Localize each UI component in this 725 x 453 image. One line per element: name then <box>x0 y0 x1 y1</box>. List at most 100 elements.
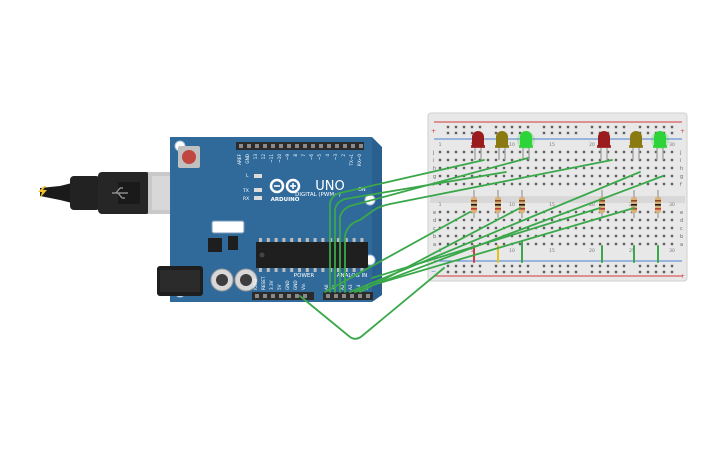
breadboard-hole[interactable] <box>494 234 498 238</box>
breadboard-hole[interactable] <box>558 182 562 186</box>
breadboard-hole[interactable] <box>638 242 642 246</box>
breadboard-hole[interactable] <box>614 218 618 222</box>
breadboard-hole[interactable] <box>542 270 546 274</box>
breadboard-hole[interactable] <box>454 125 458 129</box>
header-pin[interactable] <box>350 294 354 298</box>
header-pin[interactable] <box>311 144 315 148</box>
breadboard-hole[interactable] <box>478 150 482 154</box>
breadboard-hole[interactable] <box>590 125 594 129</box>
breadboard-hole[interactable] <box>574 131 578 135</box>
breadboard-hole[interactable] <box>470 166 474 170</box>
header-pin[interactable] <box>327 144 331 148</box>
breadboard-hole[interactable] <box>550 150 554 154</box>
breadboard-hole[interactable] <box>454 242 458 246</box>
breadboard-hole[interactable] <box>486 242 490 246</box>
breadboard-hole[interactable] <box>638 218 642 222</box>
breadboard-hole[interactable] <box>566 158 570 162</box>
breadboard-hole[interactable] <box>454 131 458 135</box>
breadboard-hole[interactable] <box>606 226 610 230</box>
breadboard-hole[interactable] <box>630 166 634 170</box>
breadboard-hole[interactable] <box>606 264 610 268</box>
breadboard-hole[interactable] <box>598 218 602 222</box>
breadboard-hole[interactable] <box>518 182 522 186</box>
wire[interactable] <box>324 211 471 293</box>
breadboard-hole[interactable] <box>662 210 666 214</box>
header-pin[interactable] <box>303 144 307 148</box>
breadboard-hole[interactable] <box>510 150 514 154</box>
breadboard-hole[interactable] <box>550 264 554 268</box>
breadboard-hole[interactable] <box>598 234 602 238</box>
breadboard-hole[interactable] <box>614 150 618 154</box>
breadboard-hole[interactable] <box>494 270 498 274</box>
breadboard-hole[interactable] <box>614 264 618 268</box>
breadboard-hole[interactable] <box>518 166 522 170</box>
breadboard-hole[interactable] <box>454 166 458 170</box>
header-pin[interactable] <box>271 294 275 298</box>
breadboard-hole[interactable] <box>654 158 658 162</box>
header-pin[interactable] <box>303 294 307 298</box>
header-pin[interactable] <box>239 144 243 148</box>
breadboard-hole[interactable] <box>590 264 594 268</box>
breadboard-hole[interactable] <box>446 218 450 222</box>
breadboard-hole[interactable] <box>462 226 466 230</box>
breadboard-hole[interactable] <box>606 270 610 274</box>
breadboard-hole[interactable] <box>494 150 498 154</box>
breadboard-hole[interactable] <box>662 226 666 230</box>
wire[interactable] <box>359 207 521 293</box>
breadboard-hole[interactable] <box>638 166 642 170</box>
breadboard-hole[interactable] <box>550 158 554 162</box>
breadboard-hole[interactable] <box>638 158 642 162</box>
breadboard-hole[interactable] <box>614 234 618 238</box>
breadboard-hole[interactable] <box>582 218 586 222</box>
breadboard-hole[interactable] <box>590 158 594 162</box>
breadboard-hole[interactable] <box>526 210 530 214</box>
breadboard-hole[interactable] <box>518 242 522 246</box>
breadboard-hole[interactable] <box>550 125 554 129</box>
breadboard-hole[interactable] <box>574 125 578 129</box>
breadboard-hole[interactable] <box>494 166 498 170</box>
breadboard-hole[interactable] <box>646 218 650 222</box>
breadboard-hole[interactable] <box>502 166 506 170</box>
breadboard-hole[interactable] <box>542 158 546 162</box>
breadboard-hole[interactable] <box>510 264 514 268</box>
breadboard-hole[interactable] <box>518 226 522 230</box>
breadboard-hole[interactable] <box>486 226 490 230</box>
breadboard-hole[interactable] <box>478 218 482 222</box>
breadboard-hole[interactable] <box>518 270 522 274</box>
header-pin[interactable] <box>358 294 362 298</box>
breadboard-hole[interactable] <box>470 234 474 238</box>
breadboard-hole[interactable] <box>518 234 522 238</box>
breadboard-hole[interactable] <box>518 174 522 178</box>
breadboard-hole[interactable] <box>654 166 658 170</box>
breadboard-hole[interactable] <box>510 182 514 186</box>
breadboard-hole[interactable] <box>558 131 562 135</box>
breadboard-hole[interactable] <box>606 150 610 154</box>
breadboard-hole[interactable] <box>510 174 514 178</box>
breadboard-hole[interactable] <box>630 182 634 186</box>
header-pin[interactable] <box>255 294 259 298</box>
breadboard-hole[interactable] <box>670 264 674 268</box>
breadboard-hole[interactable] <box>598 242 602 246</box>
breadboard-hole[interactable] <box>534 210 538 214</box>
breadboard-hole[interactable] <box>518 264 522 268</box>
breadboard-hole[interactable] <box>446 125 450 129</box>
resistor[interactable] <box>655 190 661 218</box>
breadboard-hole[interactable] <box>574 226 578 230</box>
breadboard-hole[interactable] <box>662 182 666 186</box>
breadboard-hole[interactable] <box>454 210 458 214</box>
breadboard-hole[interactable] <box>574 174 578 178</box>
breadboard-hole[interactable] <box>646 174 650 178</box>
breadboard-hole[interactable] <box>598 150 602 154</box>
breadboard-hole[interactable] <box>590 131 594 135</box>
led-red[interactable] <box>597 131 611 160</box>
breadboard-hole[interactable] <box>510 131 514 135</box>
breadboard-hole[interactable] <box>646 264 650 268</box>
breadboard-hole[interactable] <box>654 264 658 268</box>
breadboard-hole[interactable] <box>502 270 506 274</box>
header-pin[interactable] <box>366 294 370 298</box>
breadboard-hole[interactable] <box>614 182 618 186</box>
breadboard-hole[interactable] <box>470 131 474 135</box>
breadboard-hole[interactable] <box>646 242 650 246</box>
breadboard-hole[interactable] <box>502 264 506 268</box>
